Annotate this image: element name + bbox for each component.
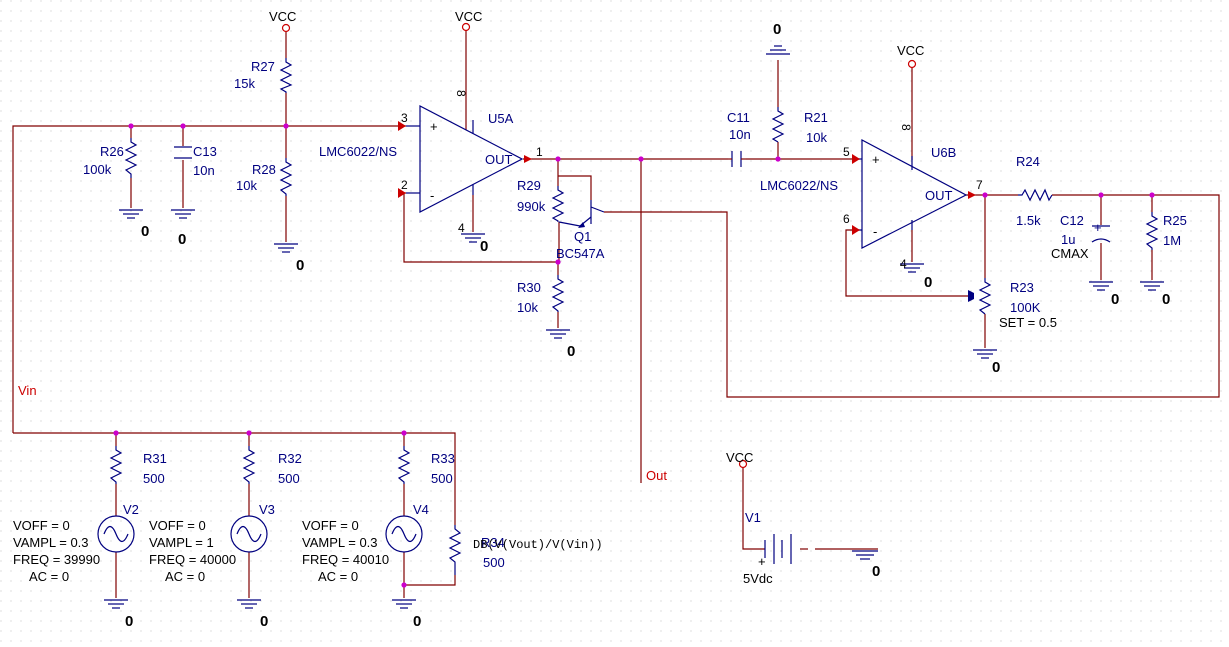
ground-label: 0 [773,21,781,38]
vcc-label: VCC [897,43,924,58]
resistor-ref: R30 [517,280,541,295]
pin-number: 3 [401,111,408,125]
resistor-value: 500 [143,471,165,486]
resistor-ref: R24 [1016,154,1040,169]
resistor-value: 100k [83,162,112,177]
ground-label: 0 [260,613,268,630]
pin-number: 4 [900,257,907,271]
source-ref: V2 [123,502,139,517]
capacitor-value: 1u [1061,232,1075,247]
pin-number: 8 [899,124,913,131]
resistor-ref: R25 [1163,213,1187,228]
resistor-ref: R31 [143,451,167,466]
ground-label: 0 [924,274,932,291]
opamp-ref: U6B [931,145,956,160]
source-vampl: VAMPL = 0.3 [13,535,89,550]
ground-label: 0 [141,223,149,240]
capacitor-model: CMAX [1051,246,1089,261]
resistor-value: 1.5k [1016,213,1041,228]
battery-ref: V1 [745,510,761,525]
ground-label: 0 [872,563,880,580]
resistor-ref: R23 [1010,280,1034,295]
resistor-ref: R29 [517,178,541,193]
ground-label: 0 [1162,291,1170,308]
pin-number: 4 [458,221,465,235]
resistor-ref: R27 [251,59,275,74]
ground-label: 0 [1111,291,1119,308]
net-label-vin: Vin [18,383,37,398]
source-voff: VOFF = 0 [302,518,359,533]
source-ac: AC = 0 [29,569,69,584]
vcc-label: VCC [269,9,296,24]
pin-number: 5 [843,145,850,159]
source-freq: FREQ = 40010 [302,552,389,567]
resistor-ref: R21 [804,110,828,125]
source-vampl: VAMPL = 0.3 [302,535,378,550]
source-ac: AC = 0 [318,569,358,584]
vcc-symbol: VCC [726,450,753,468]
net-label-out: Out [646,468,667,483]
pin-number: 8 [454,90,468,97]
source-ac: AC = 0 [165,569,205,584]
resistor-value: 10k [517,300,538,315]
pin-number: 2 [401,178,408,192]
resistor-value: 15k [234,76,255,91]
resistor-ref: R32 [278,451,302,466]
source-freq: FREQ = 40000 [149,552,236,567]
ground-label: 0 [178,231,186,248]
vcc-label: VCC [726,450,753,465]
opamp-ref: U5A [488,111,514,126]
vcc-label: VCC [455,9,482,24]
capacitor-value: 10n [193,163,215,178]
pin-number: 6 [843,212,850,226]
resistor-value: 10k [236,178,257,193]
resistor-value: 500 [431,471,453,486]
transistor-ref: Q1 [574,229,591,244]
ground-label: 0 [125,613,133,630]
resistor-ref: R33 [431,451,455,466]
minus-sign: - [430,188,434,203]
opamp-out-label: OUT [925,188,953,203]
source-ref: V3 [259,502,275,517]
capacitor-ref: C11 [727,110,750,125]
resistor-ref: R28 [252,162,276,177]
capacitor-ref: C12 [1060,213,1084,228]
resistor-value: 10k [806,130,827,145]
source-voff: VOFF = 0 [13,518,70,533]
capacitor-value: 10n [729,127,751,142]
source-freq: FREQ = 39990 [13,552,100,567]
source-vampl: VAMPL = 1 [149,535,214,550]
ground-label: 0 [992,359,1000,376]
polarity-mark: + [758,554,766,569]
probe-expression: DB(V(Vout)/V(Vin)) [473,538,603,552]
transistor-model: BC547A [556,246,605,261]
resistor-value: 1M [1163,233,1181,248]
pot-setting: SET = 0.5 [999,315,1057,330]
minus-sign: - [873,224,877,239]
plus-sign: + [872,152,880,167]
pin-number: 7 [976,178,983,192]
ground-label: 0 [413,613,421,630]
resistor-value: 500 [483,555,505,570]
ground-label: 0 [296,257,304,274]
resistor-value: 500 [278,471,300,486]
resistor-ref: R26 [100,144,124,159]
resistor-value: 100K [1010,300,1041,315]
resistor-value: 990k [517,199,546,214]
plus-sign: + [430,119,438,134]
source-voff: VOFF = 0 [149,518,206,533]
opamp-model: LMC6022/NS [760,178,838,193]
battery-value: 5Vdc [743,571,773,586]
opamp-out-label: OUT [485,152,513,167]
opamp-model: LMC6022/NS [319,144,397,159]
source-ref: V4 [413,502,429,517]
ground-label: 0 [567,343,575,360]
pin-number: 1 [536,145,543,159]
polarity-plus: + [1094,220,1102,235]
capacitor-ref: C13 [193,144,217,159]
ground-label: 0 [480,238,488,255]
